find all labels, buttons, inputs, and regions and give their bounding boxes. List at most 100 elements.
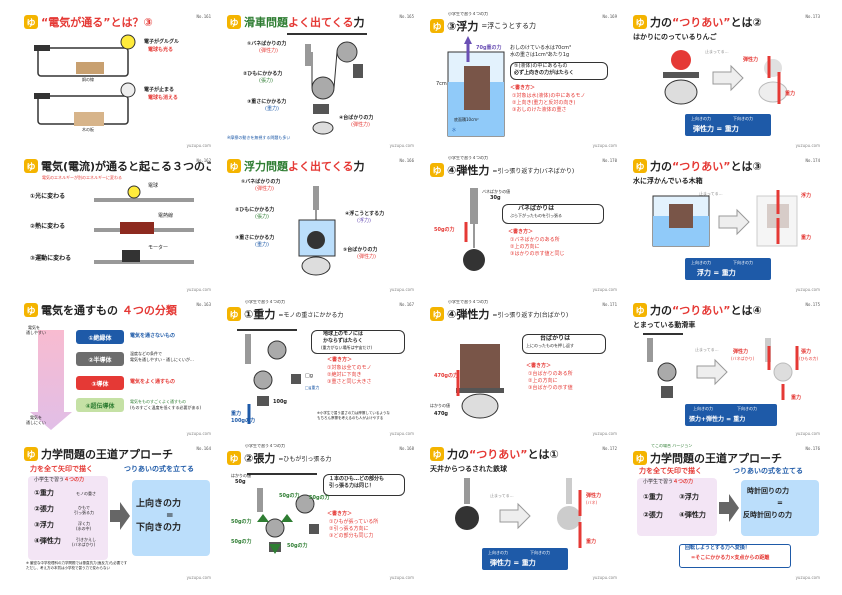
label-gravity: 重力 bbox=[801, 235, 812, 241]
desc-2: 温度などの条件で bbox=[130, 351, 162, 356]
force-2: ②張力 bbox=[34, 505, 54, 513]
card-number: No.162 bbox=[196, 158, 211, 163]
label-gravity: 重力 bbox=[791, 395, 802, 401]
force-desc-3: 引っ張る力 bbox=[74, 510, 94, 515]
card-number: No.173 bbox=[805, 14, 820, 19]
circuit-diagram bbox=[34, 34, 136, 126]
site-footer: yuzupu.com bbox=[186, 431, 211, 436]
label-tension: 張力 bbox=[801, 349, 812, 355]
brand-logo-icon: ゆ bbox=[633, 451, 647, 465]
label-f2: 50gの力 bbox=[309, 495, 330, 501]
site-footer: yuzupu.com bbox=[795, 575, 820, 580]
rule-3: ③はかりの示す値と同じ bbox=[510, 251, 565, 257]
site-footer: yuzupu.com bbox=[795, 287, 820, 292]
force-4: ④弾性力 bbox=[679, 511, 706, 519]
label-30g: 30g bbox=[490, 195, 501, 201]
card-number: No.164 bbox=[196, 446, 211, 451]
force-4: ④弾性力 bbox=[34, 537, 61, 545]
eq-down: 下向きの力 bbox=[530, 550, 550, 555]
side-top-1: 電気を bbox=[28, 325, 40, 330]
label-scale: はかりの値 bbox=[430, 403, 450, 408]
bubble-2: かならずはたらく bbox=[323, 338, 363, 344]
line-1: おしのけている水は70cm³ bbox=[510, 45, 571, 51]
brand-logo-icon: ゆ bbox=[430, 19, 444, 33]
speech-bubble bbox=[323, 474, 405, 496]
label-still: 止まってる… bbox=[705, 49, 729, 54]
label-elastic-sub: (バネばかり) bbox=[731, 356, 755, 361]
site-footer: yuzupu.com bbox=[389, 143, 414, 148]
right-head: つりあいの式を立てる bbox=[124, 465, 194, 473]
hanging-ball-diagram bbox=[455, 478, 582, 548]
small-caption: 小学生で習う４つの力 bbox=[245, 300, 285, 304]
moving-pulley-diagram bbox=[643, 333, 799, 400]
kakikata: ＜書き方＞ bbox=[327, 511, 353, 517]
label-470g: 470g bbox=[434, 411, 449, 417]
brand-logo-icon: ゆ bbox=[633, 15, 647, 29]
cat-superconductor: ④超伝導体 bbox=[76, 398, 124, 412]
pulley-diagram bbox=[287, 33, 367, 135]
brand-logo-icon: ゆ bbox=[227, 451, 241, 465]
title-a: 力の bbox=[650, 304, 672, 317]
result-2: = bbox=[777, 499, 783, 507]
rule-3: ③台ばかりの示す値 bbox=[528, 385, 573, 391]
label-50g: 50gの力 bbox=[434, 227, 455, 233]
force-3: ③浮力 bbox=[34, 521, 54, 529]
title-a: 滑車問題 bbox=[244, 16, 288, 29]
label-50g: 50g bbox=[235, 479, 246, 485]
card-number: No.176 bbox=[805, 446, 820, 451]
card-header: ゆ力学問題の王道アプローチ bbox=[633, 448, 782, 468]
site-footer: yuzupu.com bbox=[795, 143, 820, 148]
card-173: ゆ力の“つりあい”とは② No.173 はかりにのっているりんご 弾性力 重力 … bbox=[633, 12, 820, 148]
title-a: 力の bbox=[650, 16, 672, 29]
label-3b: (重力) bbox=[265, 106, 279, 112]
title-c: 力 bbox=[353, 160, 365, 173]
kakikata: ＜書き方＞ bbox=[510, 85, 536, 91]
card-title: ④弾性力 bbox=[447, 164, 490, 177]
eq-up: 上向きの力 bbox=[691, 260, 711, 265]
bubble-2: 引っ張る力は同じ！ bbox=[329, 483, 375, 489]
note: ※摩擦の動きを無視する問題も多い bbox=[227, 135, 291, 140]
box-title-a: 小学生で習う bbox=[643, 479, 674, 485]
title-b: ４つの分類 bbox=[121, 304, 177, 317]
card-grid: ゆ“電気が通る”とは？③ No.161 電子がグルグル 電球も光る 電子が止まる… bbox=[24, 12, 820, 580]
side-top-2: 通しやすい bbox=[26, 330, 46, 335]
card-subtitle: はかりにのっているりんご bbox=[633, 33, 717, 41]
line-3: 電子が止まる bbox=[144, 87, 175, 93]
force-3: ③浮力 bbox=[679, 493, 699, 501]
label-3: ③重さにかかる力 bbox=[247, 99, 287, 105]
cat-conductor: ③導体 bbox=[76, 376, 124, 390]
force-1: ①重力 bbox=[643, 493, 663, 501]
label-g2: □g重力 bbox=[305, 385, 320, 390]
subtitle-text: 天井からつるされた鉄球 bbox=[430, 465, 507, 473]
card-164: ゆ力学問題の王道アプローチ No.164 力を全て矢印で描く つりあいの式を立て… bbox=[24, 444, 211, 580]
card-subtitle: 電気のエネルギーが別のエネルギーに変わる bbox=[42, 175, 122, 180]
card-title: ③浮力 bbox=[447, 20, 479, 33]
rule-1: ①台ばかりのある所 bbox=[528, 371, 573, 377]
label-2: ②ひもにかかる力 bbox=[235, 207, 275, 213]
card-header: ゆ浮力問題よく出てくる力 bbox=[227, 156, 364, 176]
title-c: とは① bbox=[527, 448, 559, 461]
card-header: ゆ滑車問題よく出てくる力 bbox=[227, 12, 364, 32]
copper-label: 銅の線 bbox=[82, 77, 94, 82]
card-165: ゆ滑車問題よく出てくる力 No.165 ①バネばかりの力 (弾性力) ②ひもにか… bbox=[227, 12, 414, 148]
box-title-b: ４つの力 bbox=[673, 479, 694, 485]
speech-bubble bbox=[522, 334, 606, 354]
card-title-sub: =引っ張り返す力(バネばかり) bbox=[492, 167, 575, 175]
rule-2: ②上の方向に bbox=[510, 244, 540, 250]
result-3: 反時計回りの力 bbox=[743, 511, 792, 519]
speech-bubble bbox=[502, 204, 604, 224]
card-number: No.170 bbox=[602, 158, 617, 163]
card-174: ゆ力の“つりあい”とは③ No.174 水に浮かんでいる木箱 浮力 重力 止まっ… bbox=[633, 156, 820, 292]
small-caption: てこの場合 バージョン bbox=[651, 444, 693, 448]
item-1: ①光に変わる bbox=[30, 193, 66, 200]
label-elastic: 弾性力 bbox=[743, 57, 759, 63]
label-motor: モーター bbox=[148, 245, 169, 251]
desc-4: 電気をよく通すもの bbox=[130, 379, 176, 385]
label-5: ⑤台ばかりの力 bbox=[343, 247, 378, 253]
title-c: とは④ bbox=[730, 304, 762, 317]
note-1: ※ 厳密な中学校理科の力学問題では垂直抗力(面反力)も必要です bbox=[26, 561, 128, 565]
eq-down: 下向きの力 bbox=[733, 116, 753, 121]
